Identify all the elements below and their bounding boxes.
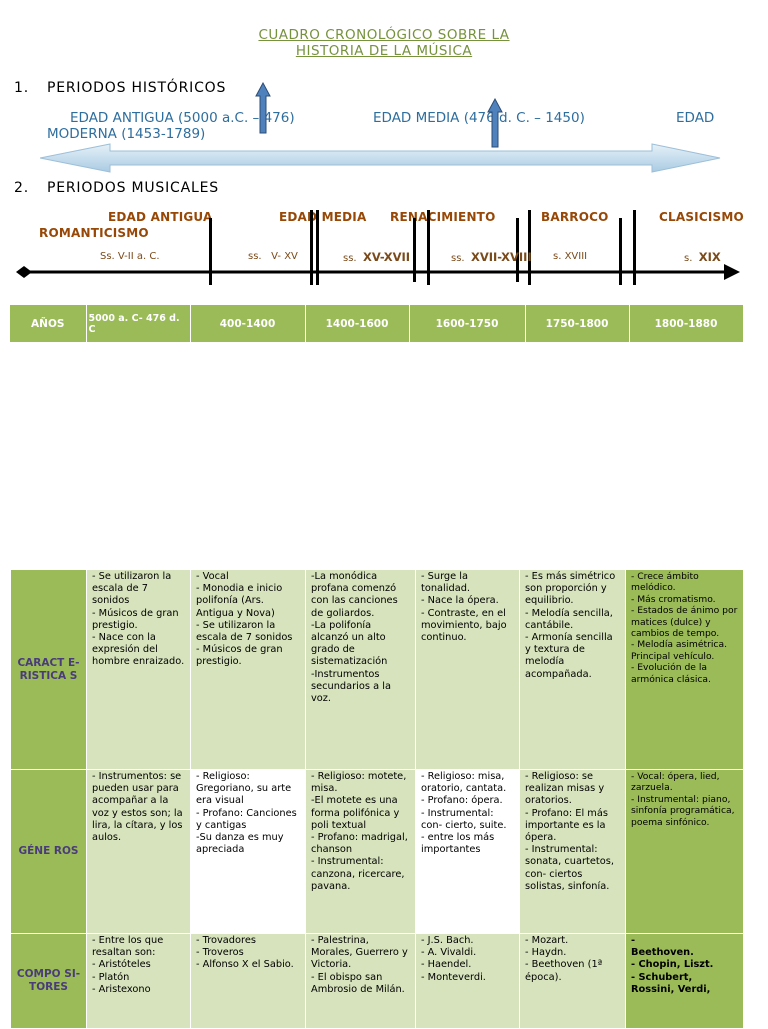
table-cell: - Entre los que resaltan son: - Aristóte… xyxy=(86,933,191,1029)
music-history-table: CARACT E- RISTICA S - Se utilizaron la e… xyxy=(10,569,744,1029)
historic-timeline-arrow xyxy=(40,143,721,173)
years-cell: 1750-1800 xyxy=(525,305,630,342)
years-cell: 400-1400 xyxy=(190,305,306,342)
table-cell: - Religioso: Gregoriano, su arte era vis… xyxy=(190,769,306,934)
century-label: s. XVIII xyxy=(553,251,588,262)
cell-text: - Religioso: se realizan misas y oratori… xyxy=(525,771,614,892)
cell-text: - Se utilizaron la escala de 7 sonidos -… xyxy=(92,571,185,668)
period-divider xyxy=(427,210,430,285)
century-value: XIX xyxy=(698,250,721,264)
century-prefix: s. xyxy=(684,253,693,264)
period-divider xyxy=(209,218,212,285)
table-cell: - J.S. Bach. - A. Vivaldi. - Haendel. - … xyxy=(415,933,520,1029)
cell-text: - Crece ámbito melódico. - Más cromatism… xyxy=(631,571,738,685)
table-cell: - Beethoven. - Chopin, Liszt. - Schubert… xyxy=(625,933,744,1029)
years-cell: 5000 a. C- 476 d. C xyxy=(86,305,191,342)
cell-text: - Vocal - Monodia e inicio polifonía (Ar… xyxy=(196,571,293,668)
table-cell: - Religioso: se realizan misas y oratori… xyxy=(519,769,626,934)
section-2-number: 2. xyxy=(14,180,29,196)
century-label: ss. XV-XVII xyxy=(343,250,410,264)
table-row-generos: GÉNE ROS - Instrumentos: se pueden usar … xyxy=(10,769,744,934)
century-value: XV-XVII xyxy=(362,250,411,264)
period-edad-antigua: EDAD ANTIGUA xyxy=(108,210,213,224)
period-divider xyxy=(516,218,519,282)
period-divider xyxy=(528,210,531,285)
label-edad-moderna: MODERNA (1453-1789) xyxy=(47,126,206,142)
section-1-number: 1. xyxy=(14,80,29,96)
period-divider xyxy=(310,210,313,285)
table-cell: - Surge la tonalidad. - Nace la ópera. -… xyxy=(415,569,520,770)
cell-text: - Es más simétrico son proporción y equi… xyxy=(525,571,616,680)
row-header: GÉNE ROS xyxy=(10,769,87,934)
table-cell: - Palestrina, Morales, Guerrero y Victor… xyxy=(305,933,416,1029)
label-edad-media: EDAD MEDIA (476 d. C. – 1450) xyxy=(373,110,585,126)
cell-text: - Surge la tonalidad. - Nace la ópera. -… xyxy=(421,571,507,644)
table-row-compositores: COMPO SI- TORES - Entre los que resaltan… xyxy=(10,933,744,1029)
table-cell: - Religioso: motete, misa. -El motete es… xyxy=(305,769,416,934)
cell-text: - Beethoven. - Chopin, Liszt. - Schubert… xyxy=(631,935,714,995)
table-cell: - Trovadores - Troveros - Alfonso X el S… xyxy=(190,933,306,1029)
years-cell: 1400-1600 xyxy=(305,305,410,342)
century-value: XVII-XVIII xyxy=(470,250,532,264)
page-title: CUADRO CRONOLÓGICO SOBRE LA xyxy=(258,27,510,43)
period-clasicismo: CLASICISMO xyxy=(659,210,744,224)
cell-text: - Religioso: Gregoriano, su arte era vis… xyxy=(196,771,297,856)
musical-timeline-line xyxy=(16,264,740,280)
years-table: AÑOS 5000 a. C- 476 d. C 400-1400 1400-1… xyxy=(10,305,744,342)
period-divider xyxy=(316,210,319,285)
page-subtitle: HISTORIA DE LA MÚSICA xyxy=(295,43,473,59)
century-label: s. XIX xyxy=(684,250,721,264)
century-prefix: ss. xyxy=(451,253,465,264)
table-cell: - Vocal - Monodia e inicio polifonía (Ar… xyxy=(190,569,306,770)
years-header: AÑOS xyxy=(10,305,87,342)
table-row: AÑOS 5000 a. C- 476 d. C 400-1400 1400-1… xyxy=(10,305,744,342)
century-label: ss. V- XV xyxy=(248,251,298,262)
table-cell: - Vocal: ópera, lied, zarzuela. - Instru… xyxy=(625,769,744,934)
section-2-heading: PERIODOS MUSICALES xyxy=(47,180,219,196)
section-1-heading: PERIODOS HISTÓRICOS xyxy=(47,80,227,96)
cell-text: - Mozart. - Haydn. - Beethoven (1ª época… xyxy=(525,935,603,983)
row-header: COMPO SI- TORES xyxy=(10,933,87,1029)
table-cell: - Religioso: misa, oratorio, cantata. - … xyxy=(415,769,520,934)
cell-text: - Palestrina, Morales, Guerrero y Victor… xyxy=(311,935,408,995)
arrow-up-icon xyxy=(255,82,271,134)
cell-text: - Entre los que resaltan son: - Aristóte… xyxy=(92,935,164,995)
cell-text: - Religioso: motete, misa. -El motete es… xyxy=(311,771,408,892)
table-row-caracteristicas: CARACT E- RISTICA S - Se utilizaron la e… xyxy=(10,569,744,770)
years-cell: 1800-1880 xyxy=(629,305,744,342)
label-edad: EDAD xyxy=(676,110,715,126)
period-renacimiento: RENACIMIENTO xyxy=(390,210,496,224)
century-label: Ss. V-II a. C. xyxy=(100,251,160,262)
period-romanticismo: ROMANTICISMO xyxy=(39,226,149,240)
cell-text: - Instrumentos: se pueden usar para acom… xyxy=(92,771,186,844)
row-header: CARACT E- RISTICA S xyxy=(10,569,87,770)
cell-text: - J.S. Bach. - A. Vivaldi. - Haendel. - … xyxy=(421,935,486,983)
period-edad-media: EDAD MEDIA xyxy=(279,210,367,224)
table-cell: - Se utilizaron la escala de 7 sonidos -… xyxy=(86,569,191,770)
cell-text: - Trovadores - Troveros - Alfonso X el S… xyxy=(196,935,294,971)
label-edad-antigua: EDAD ANTIGUA (5000 a.C. – 476) xyxy=(70,110,295,126)
century-value: V- XV xyxy=(271,251,298,262)
century-label: ss. XVII-XVIII xyxy=(451,250,532,264)
period-barroco: BARROCO xyxy=(541,210,609,224)
period-divider xyxy=(413,218,416,282)
period-divider xyxy=(633,210,636,285)
table-cell: - Crece ámbito melódico. - Más cromatism… xyxy=(625,569,744,770)
table-cell: - Mozart. - Haydn. - Beethoven (1ª época… xyxy=(519,933,626,1029)
cell-text: - Vocal: ópera, lied, zarzuela. - Instru… xyxy=(631,771,735,828)
arrow-up-icon xyxy=(487,98,503,148)
cell-text: - Religioso: misa, oratorio, cantata. - … xyxy=(421,771,507,856)
years-cell: 1600-1750 xyxy=(409,305,526,342)
century-prefix: ss. xyxy=(248,251,262,262)
table-cell: - Es más simétrico son proporción y equi… xyxy=(519,569,626,770)
table-cell: - Instrumentos: se pueden usar para acom… xyxy=(86,769,191,934)
table-cell: -La monódica profana comenzó con las can… xyxy=(305,569,416,770)
century-prefix: ss. xyxy=(343,253,357,264)
period-divider xyxy=(619,218,622,285)
cell-text: -La monódica profana comenzó con las can… xyxy=(311,571,398,705)
